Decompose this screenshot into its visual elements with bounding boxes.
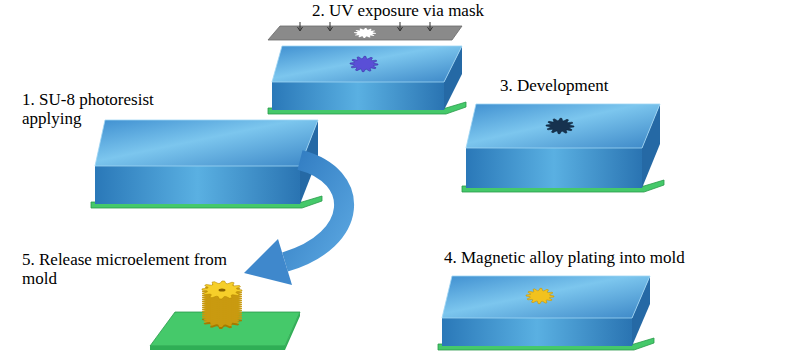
step-label: 3. Development [500,76,700,95]
block-front-face [272,82,444,110]
process-arrow-head [244,239,292,285]
photoresist-block-exposed [268,46,466,114]
uv-arrow [398,22,403,31]
block-front-face [95,166,300,204]
step-label: 1. SU-8 photoresist applying [22,90,172,128]
step-label: 5. Release microelement from mold [22,250,247,288]
photomask [268,26,462,40]
developed-mold-block [462,104,664,192]
block-front-face [466,148,642,188]
plated-mold-block [438,276,654,350]
gear-top-face [202,281,242,299]
uv-arrow [428,22,433,31]
gear-hole [219,288,226,291]
step-label: 4. Magnetic alloy plating into mold [444,248,784,267]
block-top-face [95,120,318,166]
plated-gear [526,288,554,303]
mask-gear-pattern [354,28,376,38]
uv-arrow [328,22,333,31]
gear-cavity [546,118,574,133]
uv-arrow [298,22,303,31]
block-front-face [442,318,632,346]
block-top-face [442,276,650,318]
block-top-face [466,104,660,148]
step-label: 2. UV exposure via mask [312,1,572,20]
process-arrow-body [285,160,344,262]
exposed-gear-region [350,56,378,71]
photoresist-block [91,120,322,208]
block-top-face [272,46,462,82]
